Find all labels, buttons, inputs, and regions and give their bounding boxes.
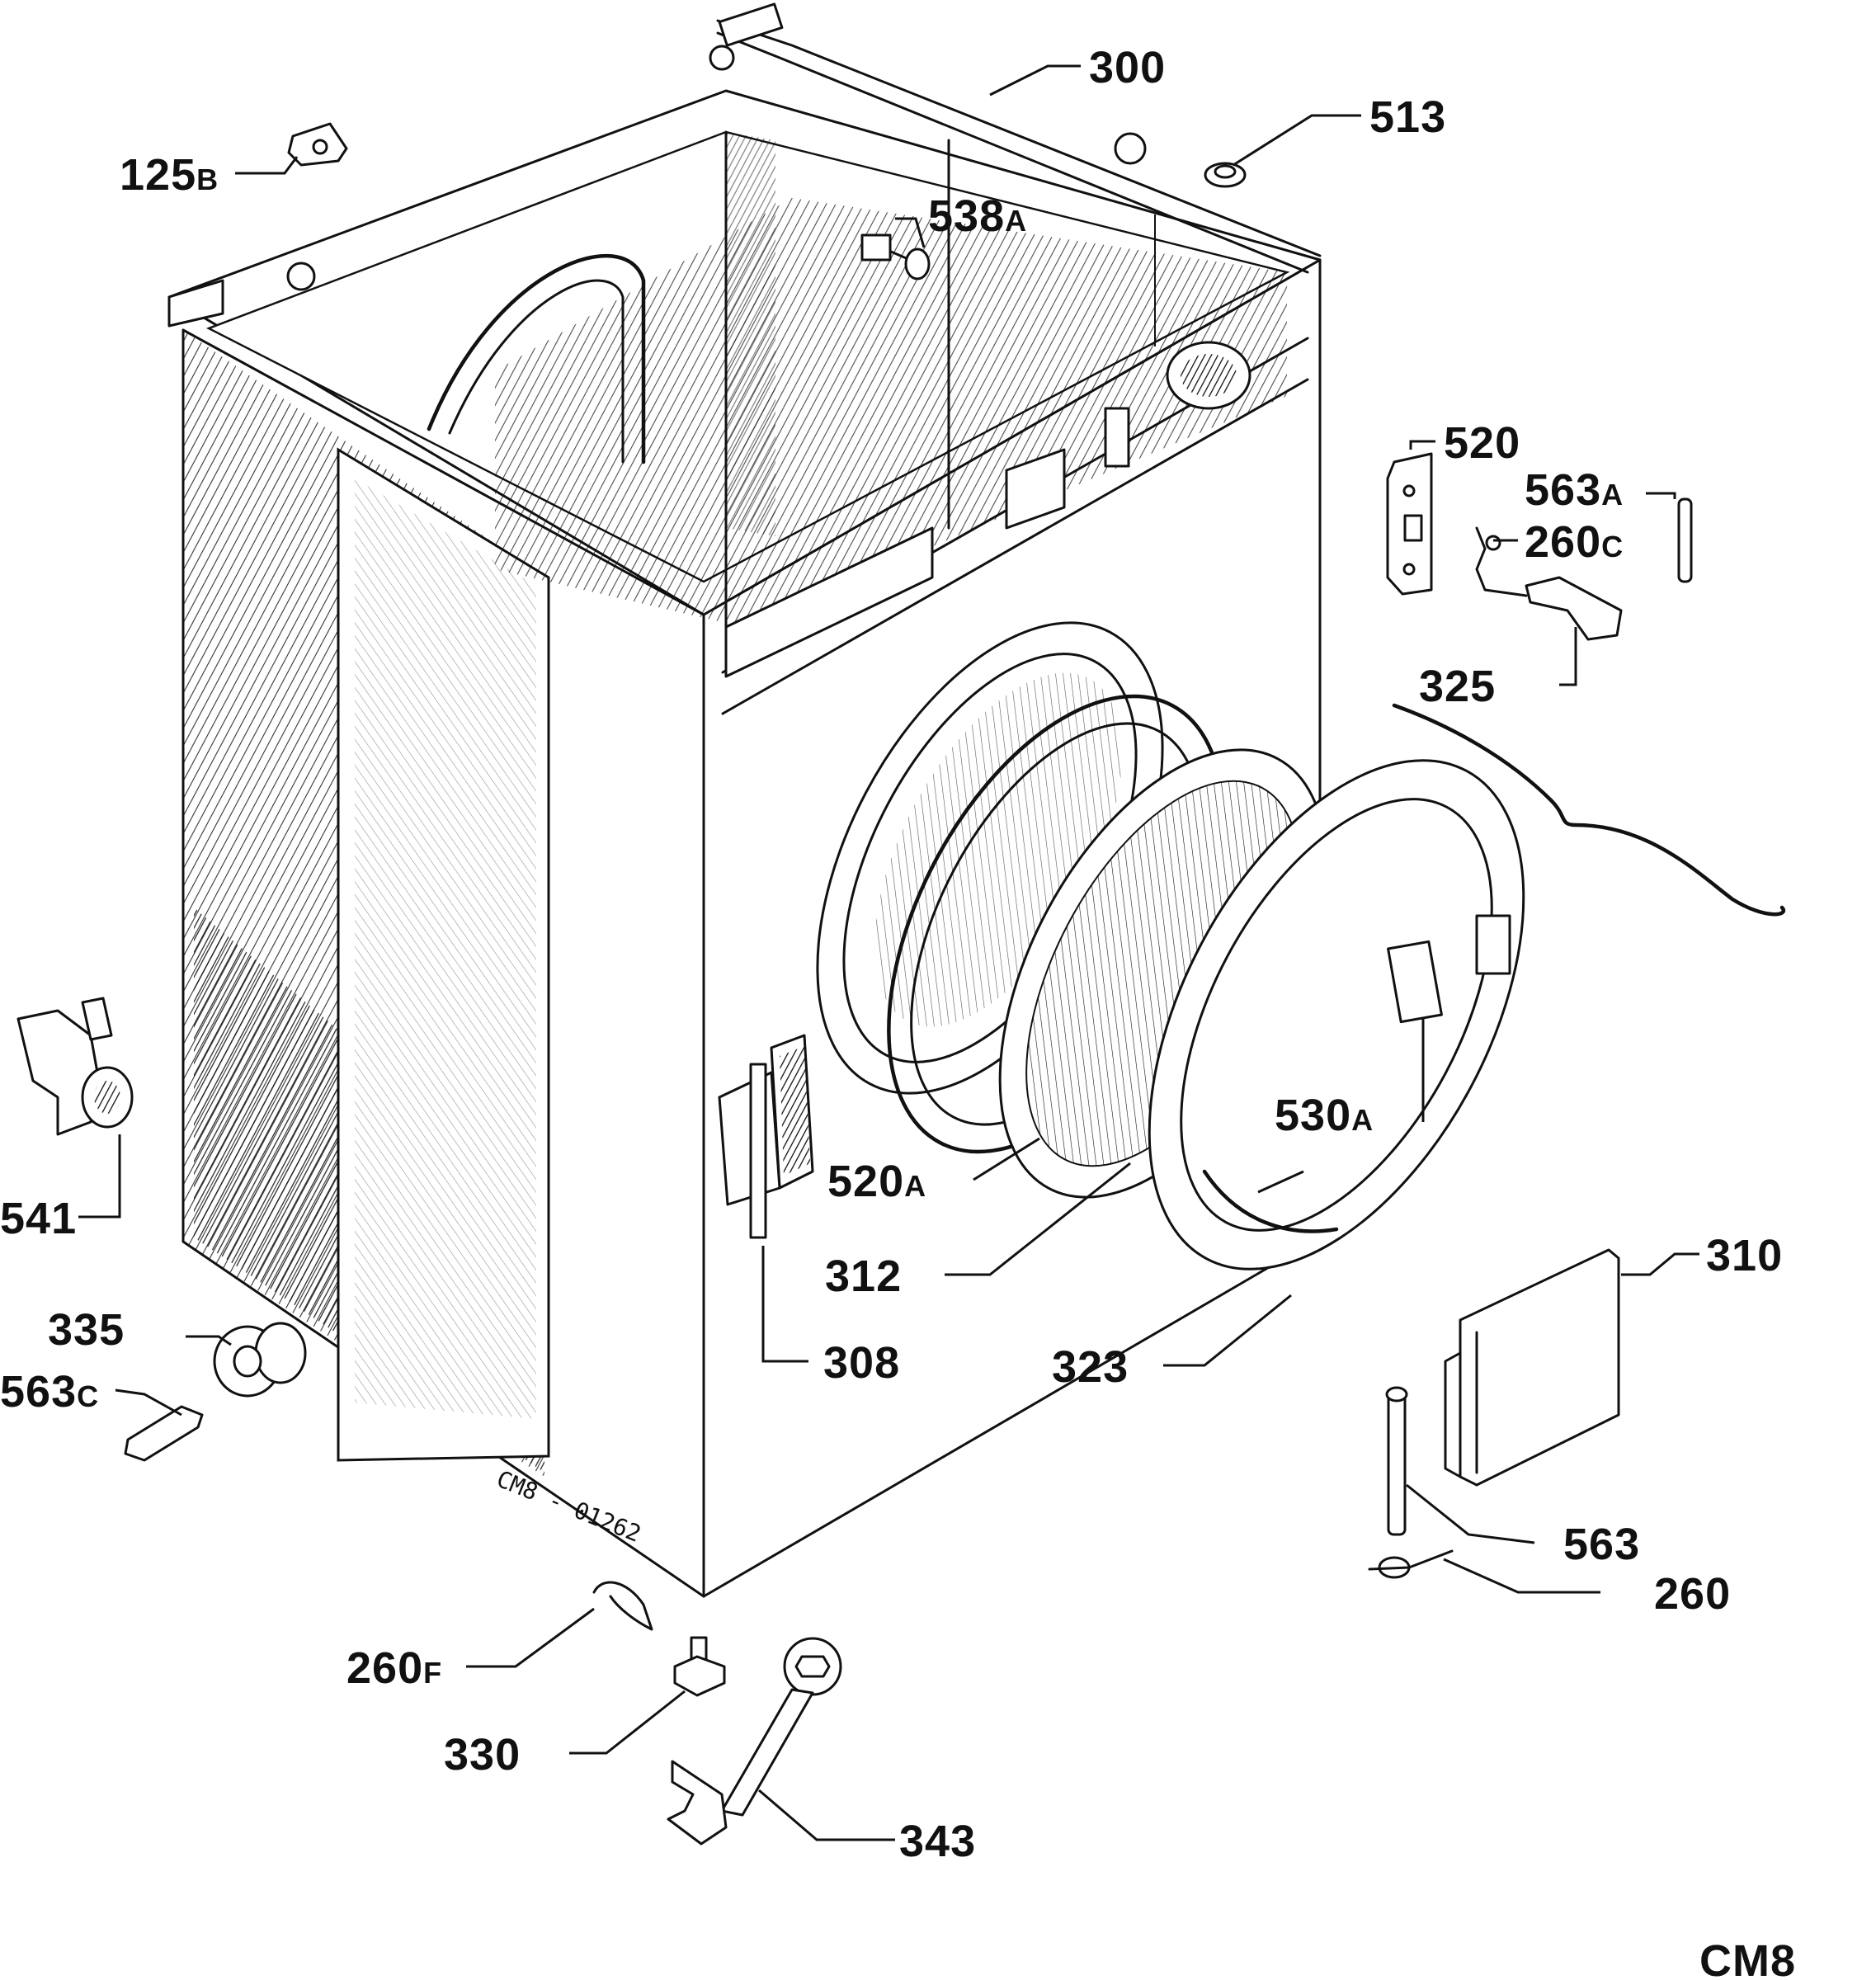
cabinet	[167, 2, 1322, 1598]
short-pin-part	[1677, 497, 1693, 583]
callout-538a: 538A	[928, 191, 1027, 241]
callout-260: 260	[1654, 1569, 1731, 1619]
callout-335: 335	[48, 1305, 125, 1355]
callout-325: 325	[1419, 662, 1496, 711]
callout-520: 520	[1444, 418, 1520, 468]
latch-plate	[1386, 452, 1433, 596]
callout-260c: 260C	[1525, 517, 1624, 567]
callout-310: 310	[1706, 1231, 1783, 1280]
callout-312: 312	[825, 1252, 902, 1301]
long-pin-part	[1385, 1386, 1408, 1536]
callout-260f: 260F	[346, 1643, 442, 1693]
callout-323: 323	[1052, 1342, 1129, 1392]
valve-part	[16, 997, 134, 1136]
callout-563: 563	[1563, 1520, 1640, 1569]
callout-343: 343	[899, 1817, 976, 1866]
diagram-code: CM8	[1699, 1936, 1796, 1980]
callout-300: 300	[1089, 43, 1166, 92]
spring-part	[1475, 526, 1528, 597]
callout-563a: 563A	[1525, 465, 1624, 515]
callout-563c: 563C	[0, 1367, 99, 1417]
door-frame	[1148, 759, 1525, 1270]
door-handle	[1387, 940, 1443, 1024]
roller-part	[213, 1322, 307, 1398]
leader-lines	[78, 64, 1699, 1841]
callout-513: 513	[1369, 92, 1446, 142]
assembly-brace	[1392, 703, 1786, 917]
clip-part	[287, 122, 348, 167]
torsion-spring-part	[1368, 1549, 1454, 1579]
callout-520a: 520A	[827, 1157, 926, 1206]
callout-125b: 125B	[120, 150, 219, 200]
door-hinge	[718, 1034, 814, 1239]
callout-541: 541	[0, 1194, 77, 1243]
callout-308: 308	[823, 1338, 900, 1388]
latch-lever	[1525, 576, 1623, 641]
spring-clip-part	[592, 1581, 653, 1631]
adjustable-foot	[673, 1636, 726, 1697]
grommet-part	[1204, 162, 1247, 188]
bracket-part	[124, 1405, 204, 1462]
filter-cover	[1444, 1248, 1620, 1487]
callout-330: 330	[444, 1730, 521, 1780]
wrench-part	[667, 1637, 842, 1846]
pin-part	[860, 233, 931, 280]
callout-530a: 530A	[1275, 1091, 1374, 1140]
